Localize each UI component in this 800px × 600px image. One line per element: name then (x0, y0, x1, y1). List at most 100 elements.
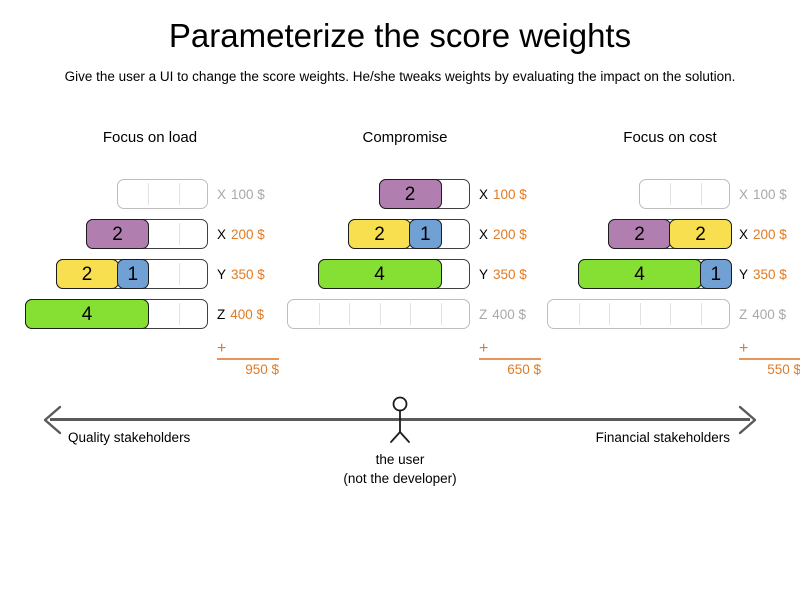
weight-bar-track[interactable] (287, 299, 470, 329)
bar-row-price: 100 $ (753, 186, 787, 202)
bar-row-price: 350 $ (231, 266, 265, 282)
scenario-column-header: Focus on load (102, 129, 198, 146)
sum-rule (479, 358, 541, 360)
column-total: +650 $ (479, 341, 551, 382)
weight-segment[interactable]: 1 (409, 219, 442, 249)
bar-row-price: 400 $ (752, 306, 787, 322)
bar-cell-divider (178, 263, 180, 285)
weight-bar-track[interactable]: 2 (378, 179, 470, 209)
bar-row-letter: X (479, 226, 489, 242)
bar-row-letter: Z (217, 306, 226, 322)
weight-segment[interactable]: 2 (608, 219, 671, 249)
bar-cell-divider (578, 303, 580, 325)
weight-segment[interactable]: 4 (25, 299, 149, 329)
user-caption-line-1: the user (375, 452, 425, 467)
bar-cell-divider (349, 303, 350, 325)
arrow-left-icon (42, 405, 62, 435)
scenario-column-header: Compromise (362, 129, 448, 146)
user-caption-line-2: (not the developer) (343, 471, 457, 486)
page-subtitle: Give the user a UI to change the score w… (64, 69, 736, 84)
column-total: +950 $ (217, 341, 289, 382)
page-title: Parameterize the score weights (168, 17, 632, 54)
bar-cell-divider (639, 303, 641, 325)
weight-segment[interactable]: 2 (348, 219, 411, 249)
sum-rule (217, 358, 279, 360)
bar-cell-divider (700, 303, 702, 325)
weight-bar-track[interactable] (547, 299, 730, 329)
bar-row-letter: X (217, 186, 227, 202)
bar-cell-divider (410, 303, 411, 325)
bar-row-price: 350 $ (493, 266, 527, 282)
weight-bar-track[interactable] (638, 179, 730, 209)
sum-total-value: 950 $ (245, 362, 279, 377)
bar-row-price: 400 $ (230, 306, 265, 322)
weight-segment[interactable]: 1 (699, 259, 732, 289)
bar-cell-divider (178, 303, 180, 325)
bar-row-letter: Y (739, 266, 749, 282)
bar-row-price: 400 $ (492, 306, 527, 322)
bar-cell-divider (670, 303, 671, 325)
bar-row-letter: X (217, 226, 227, 242)
weight-segment[interactable]: 2 (669, 219, 732, 249)
weight-segment[interactable]: 4 (317, 259, 442, 289)
weight-segment[interactable]: 1 (116, 259, 149, 289)
bar-row-letter: X (739, 186, 749, 202)
weight-segment[interactable]: 4 (577, 259, 702, 289)
bar-row-price: 350 $ (753, 266, 787, 282)
bar-cell-divider (670, 183, 671, 205)
sum-rule (739, 358, 800, 360)
weight-segment[interactable]: 2 (86, 219, 149, 249)
bar-row-letter: Z (479, 306, 488, 322)
bar-cell-divider (700, 183, 702, 205)
sum-plus-sign: + (739, 340, 749, 357)
weight-bar-track[interactable] (116, 179, 208, 209)
stakeholder-spectrum: Quality stakeholders Financial stakehold… (0, 390, 800, 510)
bar-cell-divider (178, 183, 180, 205)
spectrum-right-label: Financial stakeholders (595, 430, 730, 445)
weight-segment[interactable]: 2 (378, 179, 442, 209)
bar-row-letter: Y (217, 266, 227, 282)
column-total: +550 $ (739, 340, 800, 382)
user-figure-caption: the user (not the developer) (280, 450, 520, 488)
weight-bar-track[interactable]: 2 (86, 219, 208, 249)
bar-cell-divider (148, 183, 149, 205)
sum-total-value: 550 $ (767, 362, 800, 377)
bar-row-letter: X (479, 186, 489, 202)
bar-cell-divider (609, 303, 610, 325)
weight-segment[interactable]: 2 (55, 259, 119, 289)
weight-bar-track[interactable]: 4 (25, 299, 208, 329)
bar-row-letter: Z (739, 306, 748, 322)
user-stick-figure-icon (372, 390, 428, 450)
weight-bar-track[interactable]: 4 (317, 259, 470, 289)
bar-cell-divider (318, 303, 320, 325)
bar-row-letter: Y (479, 266, 489, 282)
scenario-column-header: Focus on cost (623, 129, 717, 146)
